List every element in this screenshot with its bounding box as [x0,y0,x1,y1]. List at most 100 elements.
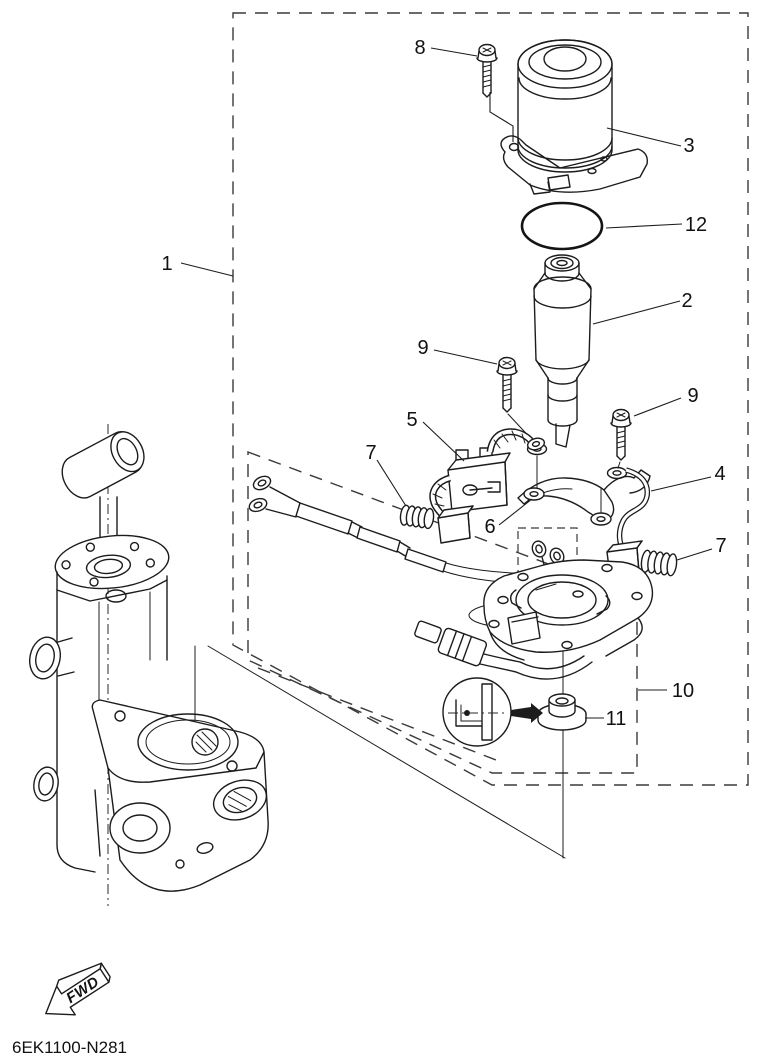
brush-holder-shape [493,439,501,449]
brush-plate-shape [596,516,606,523]
pump-sub-assembly-shape [533,272,546,290]
wire-harness-shape-shape [535,544,543,554]
leader-lines-shape [430,47,478,57]
brush-holder-shape [511,430,517,441]
wire-harness-shape [437,627,488,667]
wire-harness-shape [489,631,525,661]
brush-screw-9-right-shape [616,440,626,444]
brush-holder [429,428,546,544]
trim-tilt-unit-assembled-shape [137,713,239,771]
wire-harness-shape-shape [461,635,473,662]
pump-sub-assembly-shape [550,256,574,270]
wire-harness-shape [509,589,522,609]
trim-tilt-unit-assembled-shape-shape [145,558,156,568]
pump-sub-assembly-shape [547,394,578,402]
trim-tilt-unit-assembled-shape-shape [233,790,252,802]
trim-tilt-unit-assembled-shape-shape [228,804,242,812]
wire-harness-shape [596,595,611,615]
wire-harness-shape-shape [252,475,272,491]
brush-holder-shape [467,512,471,539]
brush-screw-9-left-shape [502,388,512,392]
trim-tilt-unit-assembled-shape [54,534,170,590]
brush-screw-9-left-shape [498,356,516,370]
trim-tilt-unit-assembled-shape-shape [54,534,170,590]
leader-lines-shape [433,349,498,365]
detail-pointer-arrow [511,703,543,723]
grommet-shape [537,713,587,731]
brush-holder-shape [432,493,443,499]
trim-tilt-unit-assembled [28,424,269,906]
leader-lines-shape [592,300,681,325]
wire-harness-shape [356,526,401,553]
wire-harness-shape [527,581,597,619]
grommet [537,693,587,731]
fwd-direction-arrow-shape [45,968,110,1016]
outer-assembly-boundary [232,12,749,786]
brush-holder-shape [437,512,469,519]
brush-holder-shape [447,461,506,471]
motor-mount-screw-8-shape [494,50,497,59]
trim-tilt-unit-assembled-shape-shape [116,437,139,466]
wire-harness-shape [515,574,609,626]
wire-harness-shape-shape [553,551,561,561]
outer-assembly-boundary-shape [232,12,749,786]
tilt-motor-shape [600,156,608,162]
wire-harness-shape [515,661,593,680]
brush-spring-right [640,549,678,577]
wire-harness-shape [561,640,573,650]
brush-screw-9-right-shape [616,412,626,418]
trim-tilt-unit-assembled-shape-shape [212,779,268,821]
pump-sub-assembly-shape [544,272,580,282]
trim-tilt-unit-assembled-shape [28,636,62,680]
trim-tilt-unit-assembled-shape [56,579,168,602]
grommet-shape [555,697,569,705]
brush-holder-shape [526,437,546,451]
brush-holder-shape-shape [526,437,546,451]
callout-12-label: 12 [685,214,707,236]
trim-tilt-unit-assembled-shape [191,728,219,756]
fwd-direction-arrow: FWD [45,962,111,1016]
brush-holder-shape [434,503,445,507]
pump-sub-assembly-shape [588,288,592,361]
pump-sub-assembly-shape [555,423,571,448]
wire-harness-shape-shape [531,540,547,558]
trim-tilt-unit-assembled-shape [61,431,145,499]
brush-wire-shape [606,547,638,553]
callout-1-label: 1 [161,253,172,275]
tilt-motor-shape [517,39,613,173]
trim-tilt-unit-assembled-shape [91,699,265,783]
brush-screw-9-right-shape [612,408,630,422]
motor-mount-screw-8-shape [478,43,496,57]
wire-harness-shape [511,616,539,623]
brush-spring-right-shape [666,553,678,577]
trim-tilt-unit-assembled-shape [107,751,269,892]
wire-harness-shape [631,591,643,601]
wire-harness-shape [549,547,565,565]
brush-wire-shape [618,468,649,551]
motor-mount-screw-8-shape [482,64,492,68]
brush-spring-left [399,504,435,530]
leader-lines-shape [676,548,713,561]
callout-2-label: 2 [681,290,692,312]
pump-sub-assembly-shape [535,359,549,379]
mounting-reference-lines-shape [207,645,566,859]
wire-harness-shape [572,590,584,598]
brush-screw-9-left-shape [502,378,512,382]
brush-screw-9-right-shape [616,455,626,461]
leader-lines [180,47,713,719]
wire-harness-shape [531,540,547,558]
brush-screw-9-left [496,356,548,492]
motor-mount-screw-8-shape [476,57,498,63]
trim-tilt-unit-assembled-shape [196,842,214,854]
wire-harness-shape [265,508,297,518]
trim-tilt-unit-assembled-shape [109,802,171,854]
wire-harness-shape [519,655,585,670]
grommet-detail-inset-shape [455,699,483,727]
tilt-motor-shape [518,77,612,100]
wire-harness-shape [497,595,509,605]
trim-tilt-unit-assembled-shape-shape [85,554,132,579]
leader-lines-shape [650,476,712,492]
brush-plate-shape [529,491,539,498]
leader-lines-shape [376,459,407,507]
